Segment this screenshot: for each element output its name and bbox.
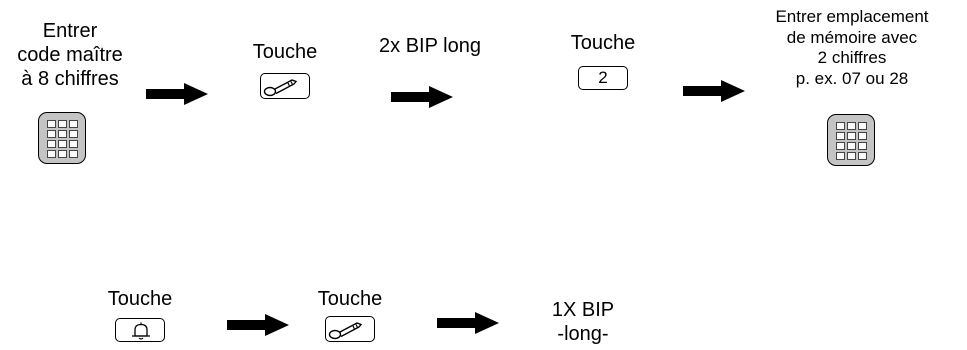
keypad-key	[58, 150, 67, 158]
keypad-key	[69, 150, 78, 158]
keypad-icon	[38, 112, 86, 164]
keypad-key	[47, 120, 56, 128]
arrow-right-icon	[683, 80, 745, 102]
keypad-icon	[827, 114, 875, 166]
arrow-right-icon	[437, 312, 499, 334]
step-double-long-beep-text: 2x BIP long	[379, 35, 481, 57]
keypad-key	[836, 122, 845, 130]
step-enter-master-code-text: Entrer code maître à 8 chiffres	[17, 20, 123, 90]
keypad-key	[47, 130, 56, 138]
keypad-key	[58, 130, 67, 138]
step-touche-label: Touche	[252, 41, 318, 63]
arrow-right-icon	[227, 314, 289, 336]
key-button[interactable]	[325, 316, 375, 342]
step-single-long-beep-text: 1X BIP -long-	[551, 299, 615, 345]
keypad-key	[69, 140, 78, 148]
key-icon	[263, 79, 298, 97]
keypad-key	[47, 140, 56, 148]
arrow-right-icon	[391, 86, 453, 108]
bell-button[interactable]	[115, 318, 165, 342]
keypad-key	[847, 142, 856, 150]
step-enter-memory-slot-text: Entrer emplacement de mémoire avec 2 chi…	[775, 7, 929, 89]
key-2-button[interactable]: 2	[578, 66, 628, 90]
step-touche-label: Touche	[570, 32, 636, 54]
keypad-key	[858, 152, 867, 160]
keypad-key	[69, 130, 78, 138]
key-button[interactable]	[260, 73, 310, 99]
step-touche-label: Touche	[317, 288, 383, 310]
keypad-key	[847, 122, 856, 130]
keypad-key	[58, 120, 67, 128]
keypad-key	[58, 140, 67, 148]
step-touche-label: Touche	[107, 288, 173, 310]
keypad-key	[836, 132, 845, 140]
arrow-right-icon	[146, 83, 208, 105]
keypad-key	[858, 142, 867, 150]
keypad-key	[858, 132, 867, 140]
keypad-key	[847, 152, 856, 160]
bell-icon	[132, 322, 150, 340]
keypad-key	[836, 152, 845, 160]
keypad-key	[69, 120, 78, 128]
key-icon	[328, 322, 363, 340]
keypad-key	[858, 122, 867, 130]
keypad-key	[847, 132, 856, 140]
keypad-key	[47, 150, 56, 158]
keypad-key	[836, 142, 845, 150]
